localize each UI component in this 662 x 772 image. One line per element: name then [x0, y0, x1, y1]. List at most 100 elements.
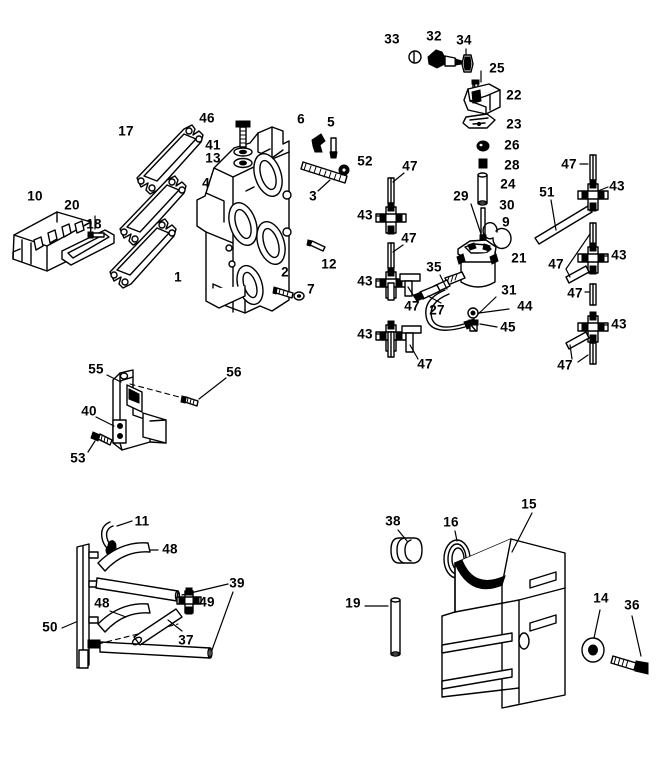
callout-2: 2: [281, 264, 289, 280]
part-45-screw: [468, 319, 498, 332]
part-32-fitting: [427, 49, 463, 69]
callout-18: 18: [86, 216, 102, 232]
part-9-oring: [482, 222, 512, 250]
callout-50: 50: [42, 619, 58, 635]
callout-43-right-1: 43: [609, 178, 625, 194]
callout-10: 10: [27, 188, 43, 204]
callout-36: 36: [624, 597, 640, 613]
part-49-tee: [176, 587, 202, 615]
callout-43-left-2: 43: [357, 273, 373, 289]
carb-bore-lower: [256, 220, 286, 266]
callout-47-left-4: 47: [417, 356, 433, 372]
callout-11: 11: [134, 513, 150, 529]
part-33-cap: [408, 50, 422, 64]
part-47-clamp: [387, 331, 395, 358]
callout-14: 14: [593, 590, 609, 606]
connector-column-right: [565, 154, 609, 365]
part-1-carburetor-body: [196, 126, 292, 314]
callout-37: 37: [178, 632, 194, 648]
part-43-tee: [577, 179, 609, 212]
callout-33: 33: [384, 31, 400, 47]
part-17-reed-plate-gaskets: [109, 124, 204, 289]
callout-46: 46: [199, 110, 215, 126]
callout-47-left-1: 47: [402, 158, 418, 174]
part-47-clamp: [577, 342, 597, 365]
callout-53: 53: [70, 450, 86, 466]
part-47-hose: [401, 325, 422, 360]
part-5-spring-pin: [329, 137, 338, 159]
callout-47-right-1: 47: [561, 156, 577, 172]
part-50-rail: [61, 543, 101, 669]
callout-17: 17: [118, 123, 134, 139]
part-47-clamp: [387, 242, 404, 269]
callout-35: 35: [426, 259, 442, 275]
callout-21: 21: [511, 250, 527, 266]
part-14-washer: [581, 609, 605, 663]
callout-43-right-2: 43: [611, 247, 627, 263]
part-34-valve: [461, 48, 474, 73]
part-47-hose: [565, 331, 590, 360]
part-47-clamp: [579, 154, 597, 181]
callout-24: 24: [500, 176, 516, 192]
callout-22: 22: [506, 87, 522, 103]
callout-47-left-3: 47: [404, 298, 420, 314]
part-47-hose: [399, 273, 421, 302]
part-23-gasket: [462, 113, 496, 129]
callout-23: 23: [506, 116, 522, 132]
part-20-cover-plate: [61, 229, 115, 266]
part-47-clamp: [584, 283, 597, 306]
callout-5: 5: [327, 114, 335, 130]
callout-15: 15: [521, 496, 537, 512]
callout-39: 39: [229, 575, 245, 591]
part-46-bolt: [235, 120, 251, 148]
part-47-hose: [565, 265, 590, 284]
part-51-hose: [534, 199, 593, 245]
part-43-tee: [577, 242, 609, 275]
part-53-screw: [87, 431, 113, 453]
callout-31: 31: [501, 282, 517, 298]
callout-29: 29: [453, 188, 469, 204]
callout-30: 30: [499, 197, 515, 213]
part-10-air-silencer: [12, 211, 92, 272]
part-48-hose-lower: [97, 603, 151, 633]
callout-38: 38: [385, 513, 401, 529]
connector-column-left: [375, 172, 422, 360]
callout-20: 20: [64, 197, 80, 213]
callout-6: 6: [297, 111, 305, 127]
callout-3: 3: [309, 188, 317, 204]
callout-52: 52: [357, 153, 373, 169]
callout-16: 16: [443, 514, 459, 530]
callout-12: 12: [321, 256, 337, 272]
callout-48-lower: 48: [94, 595, 110, 611]
part-43-tee: [375, 202, 407, 235]
part-22-fuel-pump-body: [463, 83, 501, 115]
part-52-plug: [338, 164, 350, 176]
callout-32: 32: [426, 28, 442, 44]
callout-4: 4: [202, 175, 210, 191]
callout-1: 1: [174, 269, 182, 285]
part-48-hose-upper: [97, 542, 159, 572]
part-3-spring: [300, 161, 348, 192]
callout-34: 34: [456, 32, 472, 48]
callout-19: 19: [345, 595, 361, 611]
callout-25: 25: [489, 60, 505, 76]
part-6-lever: [311, 133, 326, 153]
part-47-clamp: [387, 172, 405, 204]
part-28-washer: [478, 158, 488, 169]
part-19-tube: [364, 597, 401, 657]
callout-26: 26: [504, 137, 520, 153]
part-15-fuel-tank: [441, 512, 566, 709]
callout-43-left-1: 43: [357, 207, 373, 223]
part-56-screw: [180, 377, 227, 407]
callout-47-right-3: 47: [567, 285, 583, 301]
callout-56: 56: [226, 364, 242, 380]
part-36-bolt: [610, 615, 649, 675]
part-47-clamp: [387, 282, 395, 301]
callout-43-left-3: 43: [357, 326, 373, 342]
callout-47-left-2: 47: [401, 230, 417, 246]
callout-43-right-3: 43: [611, 316, 627, 332]
callout-49: 49: [199, 594, 215, 610]
callout-9: 9: [502, 214, 510, 230]
callout-28: 28: [504, 157, 520, 173]
